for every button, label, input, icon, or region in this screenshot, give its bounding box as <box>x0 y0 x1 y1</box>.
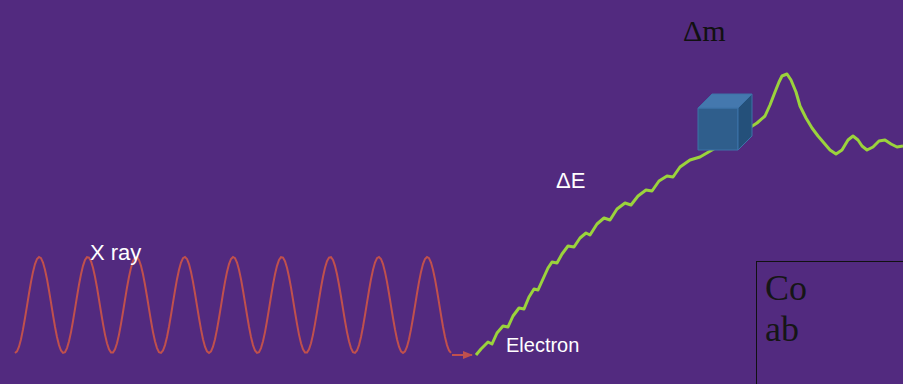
particle-label: Electron <box>506 334 579 357</box>
note-box: Co ab <box>756 261 903 384</box>
note-text: Co ab <box>765 268 829 351</box>
mass-label: Δm <box>683 14 726 48</box>
energy-label: ΔE <box>556 168 585 194</box>
x-ray-wave <box>15 257 451 353</box>
x-ray-arrow <box>452 354 472 356</box>
mass-cube <box>698 94 752 150</box>
wave-label: X ray <box>90 240 141 266</box>
